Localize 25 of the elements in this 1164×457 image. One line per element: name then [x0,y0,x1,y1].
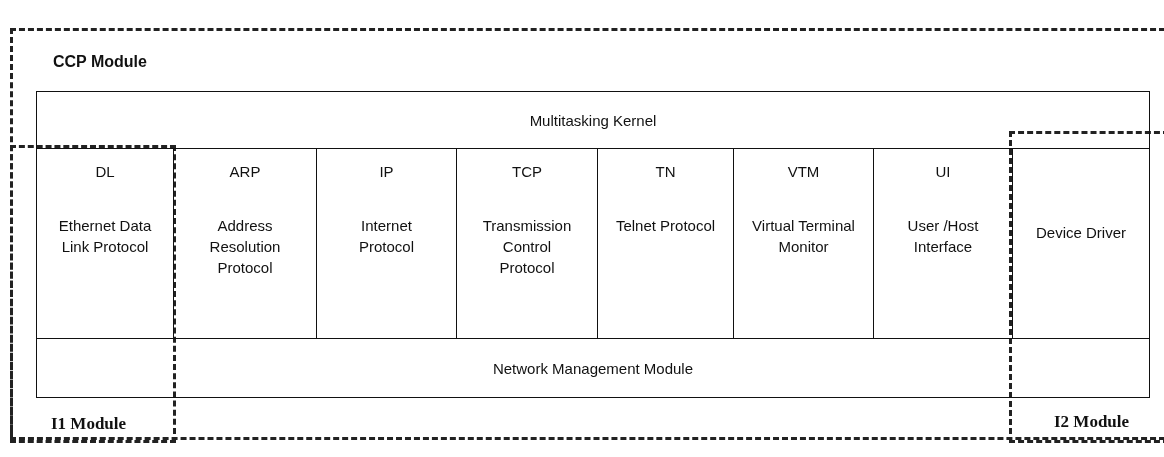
box-label: Multitasking Kernel [528,110,658,131]
abbreviation-label: TN [654,162,677,182]
protocol-name: User /Host Interface [906,216,980,257]
layer-box [36,338,1150,398]
abbreviation-label: VTM [786,162,821,182]
protocol-name: Telnet Protocol [614,216,717,236]
abbreviation-label: DL [94,162,116,182]
abbreviation-label: IP [378,162,395,182]
protocol-name: Address Resolution Protocol [208,216,282,278]
abbreviation-label: ARP [228,162,262,182]
module-label: I2 Module [1054,412,1130,432]
module-label: I1 Module [51,414,127,434]
module-region [1009,131,1164,443]
protocol-name: Virtual Terminal Monitor [751,216,856,257]
protocol-name: Ethernet Data Link Protocol [57,216,153,257]
box-label: Network Management Module [491,358,695,379]
box-label: Device Driver [1035,223,1127,243]
module-label: CCP Module [53,53,147,71]
abbreviation-label: UI [934,162,952,182]
module-region [10,28,1164,440]
module-region [10,145,176,443]
layer-box [36,91,1150,149]
abbreviation-label: TCP [511,162,543,182]
protocol-name: Internet Protocol [358,216,415,257]
protocol-name: Transmission Control Protocol [481,216,573,278]
